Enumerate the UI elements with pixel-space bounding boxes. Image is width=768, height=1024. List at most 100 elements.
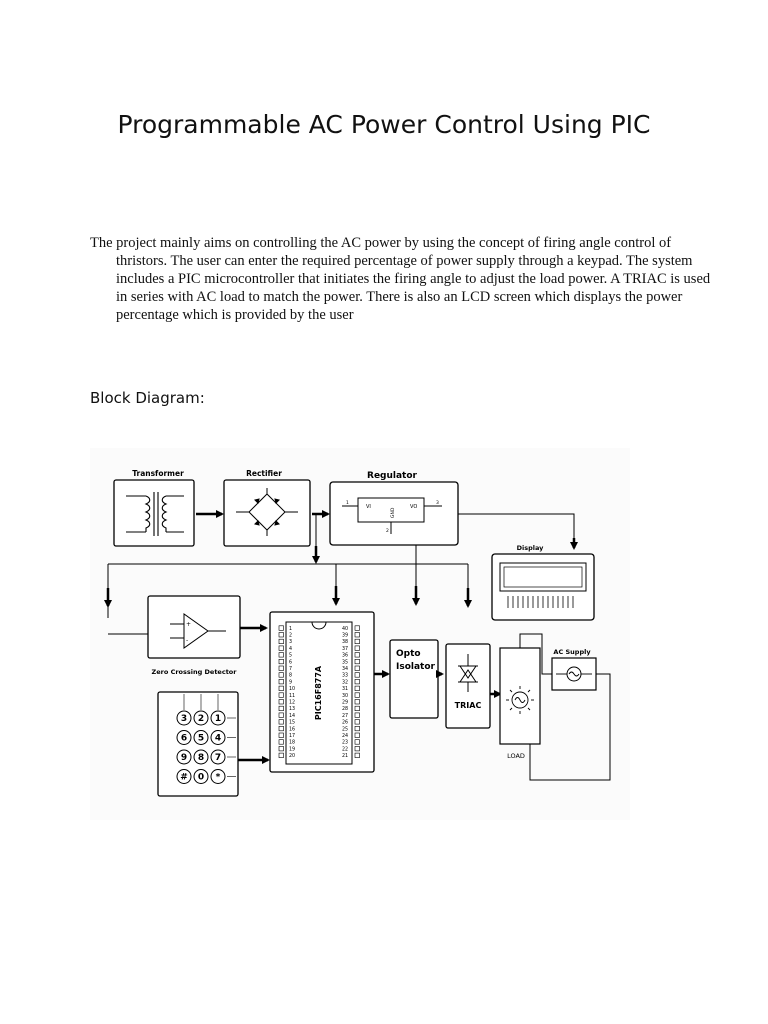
mcu-pin: 8 [278,672,292,679]
mcu-pin: 35 [342,659,360,665]
mcu-pin-number: 17 [289,733,295,739]
keypad-key-label: 7 [215,753,221,763]
mcu-pin-number: 22 [342,746,348,752]
triac-label: TRIAC [455,701,482,710]
lcd-display-block: Display [491,544,595,621]
mcu-pin-number: 5 [289,653,292,659]
mcu-pin-number: 13 [289,706,295,712]
opto-isolator-block: Opto Isolator [389,639,439,719]
rectifier-block: Rectifier [223,469,311,547]
mcu-pin: 9 [278,679,292,685]
regulator-vo: VO [410,504,417,510]
mcu-pin: 19 [278,746,295,752]
mcu-pin-number: 20 [289,753,295,759]
page-title: Programmable AC Power Control Using PIC [117,110,651,139]
mcu-pin: 18 [278,739,295,746]
mcu-pin-number: 28 [342,706,348,712]
mcu-pin: 6 [278,659,292,665]
keypad-key: # [176,769,192,784]
triac-block: TRIAC [445,643,491,729]
mcu-pin-number: 16 [289,726,295,732]
regulator-pin2: 2 [386,528,389,534]
mcu-pin-number: 10 [289,686,295,692]
svg-text:+: + [186,621,191,628]
mcu-pin: 30 [342,692,360,699]
keypad-key: * [210,769,226,784]
regulator-pin3: 3 [436,500,439,506]
mcu-pin: 16 [278,725,295,732]
mcu-pin-number: 23 [342,740,348,746]
keypad-key-label: * [216,773,221,783]
mcu-pin-number: 3 [289,639,292,645]
mcu-pin: 15 [278,719,295,726]
triac-icon [458,654,478,692]
mcu-pin: 39 [342,632,360,639]
keypad-key: 7 [210,749,226,765]
mcu-pin-number: 33 [342,673,348,679]
mcu-pin: 5 [278,652,292,659]
mcu-pin: 4 [278,645,292,652]
regulator-vi: VI [366,504,371,510]
svg-text:-: - [186,637,188,644]
block-diagram: Transformer Rectifier R [90,448,630,820]
mcu-pin: 38 [342,638,360,645]
mcu-pin-number: 31 [342,686,348,692]
transformer-icon [126,492,184,536]
mcu-pin-number: 40 [342,626,348,632]
mcu-pin-number: 14 [289,713,295,719]
mcu-pin-number: 32 [342,679,348,685]
zero-crossing-label: Zero Crossing Detector [152,668,238,676]
mcu-pin-number: 11 [289,693,295,699]
mcu-pin-number: 27 [342,713,348,719]
mcu-pin: 3 [278,638,292,645]
keypad-key-label: # [180,773,188,783]
mcu-pin-number: 34 [342,666,348,672]
mcu-pin-number: 7 [289,666,292,672]
regulator-pin1: 1 [346,500,349,506]
keypad-key: 3 [176,710,192,726]
keypad-key-label: 5 [198,734,204,744]
bulb-icon [506,686,534,714]
keypad-key-label: 1 [215,714,221,724]
mcu-pin-number: 24 [342,733,348,739]
keypad-key-label: 6 [181,734,187,744]
transformer-block: Transformer [113,469,195,547]
keypad-key-label: 4 [215,734,221,744]
rectifier-label: Rectifier [246,469,282,478]
mcu-pin-number: 37 [342,646,348,652]
mcu-pin-number: 9 [289,679,292,685]
keypad-key-label: 3 [181,714,187,724]
mcu-pin-number: 36 [342,653,348,659]
mcu-pin-number: 6 [289,659,292,665]
mcu-pin: 17 [278,732,295,739]
mcu-pin: 36 [342,652,360,659]
bridge-rectifier-icon [236,488,298,536]
regulator-label: Regulator [367,471,418,481]
zero-crossing-detector-block: + - Zero Crossing Detector [147,595,241,676]
mcu-pin-number: 15 [289,720,295,726]
mcu-pin: 29 [342,699,360,706]
keypad-key: 4 [210,730,226,745]
ac-wiring [519,633,611,781]
mcu-pin: 27 [342,712,360,719]
regulator-block: Regulator VI VO GND 1 3 2 [329,471,459,546]
mcu-pin-number: 35 [342,659,348,665]
mcu-pin: 10 [278,685,295,692]
mcu-pin-number: 1 [289,626,292,632]
keypad-key: 6 [176,730,192,745]
mcu-pin-number: 39 [342,633,348,639]
mcu-pin: 28 [342,705,360,712]
mcu-pin-number: 29 [342,700,348,706]
mcu-pin: 12 [278,699,295,706]
mcu-pin-number: 38 [342,639,348,645]
op-amp-icon: + - [170,613,226,649]
keypad-key: 8 [193,749,209,765]
mcu-pin-number: 2 [289,633,292,639]
mcu-pin-number: 25 [342,726,348,732]
keypad-key: 5 [193,730,209,745]
ac-supply-label: AC Supply [553,648,591,656]
